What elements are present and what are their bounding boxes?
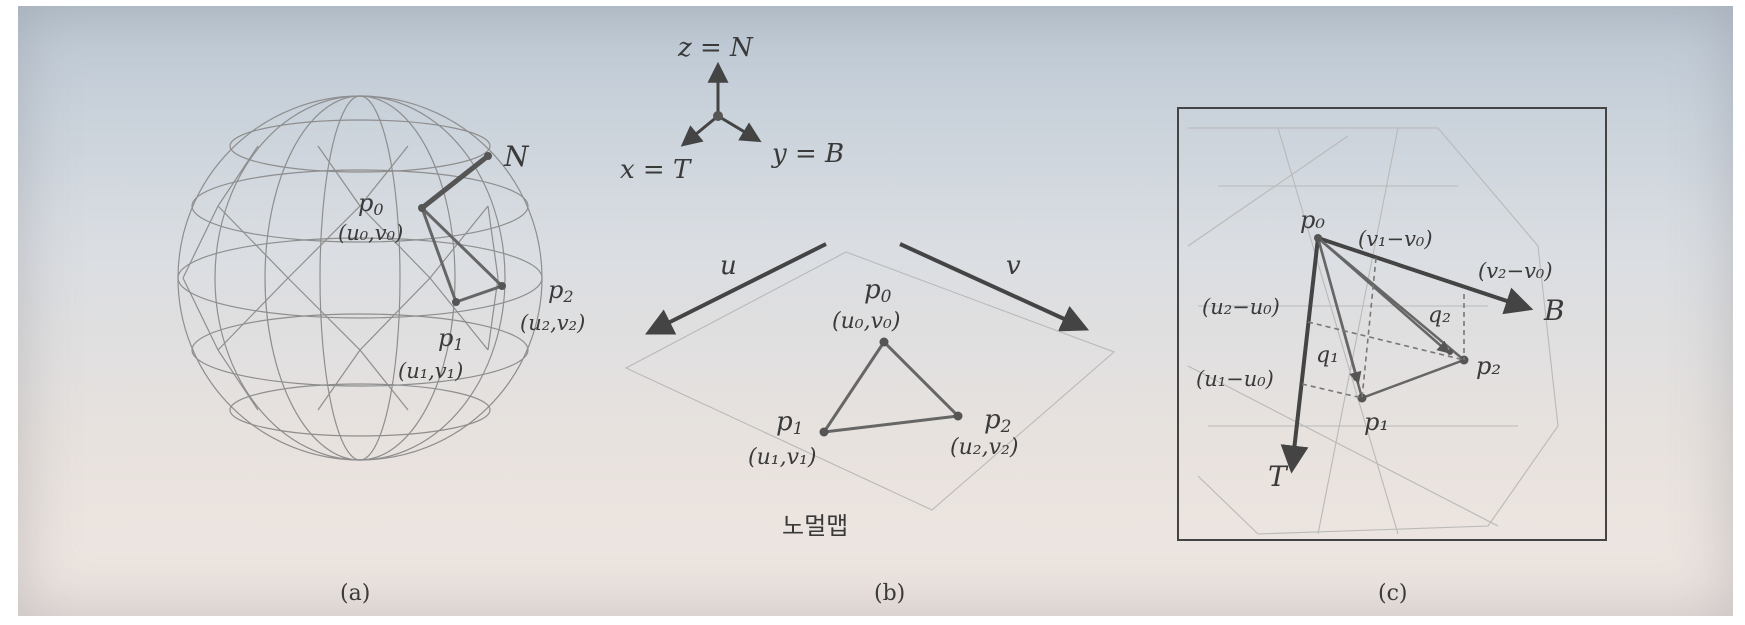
figure-page: N p0 (u₀,v₀) p1 (u₁,v₁) p2 (u₂,v₂) (a) z… [18, 6, 1733, 616]
projection-dashes [1301, 257, 1465, 399]
v1v0-label: (v₁−v₀) [1358, 227, 1433, 251]
faint-mesh [1187, 127, 1559, 535]
axis-x-label: x = T [620, 155, 692, 185]
sphere-p2-uv: (u₂,v₂) [520, 311, 585, 335]
sphere-p1-dot [452, 298, 460, 306]
axis-x-arrow [680, 114, 719, 147]
u2u0-label: (u₂−u₀) [1202, 295, 1280, 319]
map-p1-label: p1 [776, 407, 803, 439]
normal-map-quad [624, 251, 1116, 511]
sphere-p1-label: p1 [438, 324, 464, 354]
q2-arrow [1317, 237, 1450, 354]
sphere-p0-uv: (u₀,v₀) [338, 221, 403, 245]
map-p1-uv: (u₁,v₁) [748, 445, 816, 470]
bitangent-arrow [1317, 236, 1534, 315]
sphere-p1-uv: (u₁,v₁) [398, 359, 463, 383]
caption-c: (c) [1378, 581, 1408, 606]
tangent-arrow [1280, 237, 1320, 474]
panel-b: z = N x = T y = B u v p0 (u₀,v₀) p1 (u₁,… [620, 33, 1116, 606]
sphere-p0-dot [418, 204, 426, 212]
caption-a: (a) [340, 581, 370, 606]
map-p0-label: p0 [864, 275, 892, 307]
u-arrow [644, 242, 827, 335]
figure-canvas: N p0 (u₀,v₀) p1 (u₁,v₁) p2 (u₂,v₂) (a) z… [177, 33, 1607, 606]
panel-a: N p0 (u₀,v₀) p1 (u₁,v₁) p2 (u₂,v₂) (a) [177, 95, 585, 606]
axis-y-label: y = B [771, 139, 844, 169]
axis-y-arrow [717, 114, 762, 143]
q1-arrow [1316, 237, 1362, 385]
sphere-wireframe [177, 95, 543, 461]
v-arrow [899, 242, 1090, 332]
sphere-p2-dot [498, 282, 506, 290]
q1-label: q₁ [1316, 343, 1339, 368]
normal-arrow-shaft [420, 154, 490, 210]
v2v0-label: (v₂−v₀) [1478, 259, 1553, 283]
q2-label: q₂ [1428, 303, 1451, 328]
map-triangle [820, 339, 962, 434]
tangent-label: T [1268, 460, 1289, 493]
uv-p0-dot [1314, 234, 1322, 242]
normal-tip-dot [484, 152, 492, 160]
sphere-normal-label: N [503, 140, 530, 173]
q2-end-dot [1447, 349, 1453, 355]
caption-b: (b) [874, 581, 905, 606]
normal-map-label: 노멀맵 [782, 512, 848, 540]
map-p0-dot [879, 337, 889, 347]
v-label: v [1006, 251, 1021, 281]
uv-p1-dot [1357, 393, 1367, 403]
uv-p1-label: p₁ [1364, 408, 1389, 436]
uv-frame [1177, 107, 1607, 541]
sphere-p2-label: p2 [548, 276, 574, 306]
map-p2-label: p2 [984, 405, 1011, 437]
sphere-p0-label: p0 [358, 189, 384, 219]
uv-p0-label: p₀ [1300, 206, 1325, 234]
axis-z-label: z = N [677, 33, 754, 63]
axis-origin-dot [713, 111, 723, 121]
map-p2-dot [953, 411, 963, 421]
sphere-triangle [420, 206, 505, 304]
uv-p2-label: p₂ [1476, 352, 1501, 380]
bitangent-label: B [1543, 294, 1565, 327]
map-p1-dot [819, 427, 829, 437]
u1u0-label: (u₁−u₀) [1196, 367, 1274, 391]
map-p0-uv: (u₀,v₀) [832, 309, 900, 334]
q1-end-dot [1353, 375, 1359, 381]
map-p2-uv: (u₂,v₂) [950, 435, 1018, 460]
panel-c: p₀ p₁ p₂ q₁ q₂ T B (v₁−v₀) (v₂−v₀) (u₂−u… [1177, 107, 1607, 606]
u-label: u [720, 251, 737, 281]
